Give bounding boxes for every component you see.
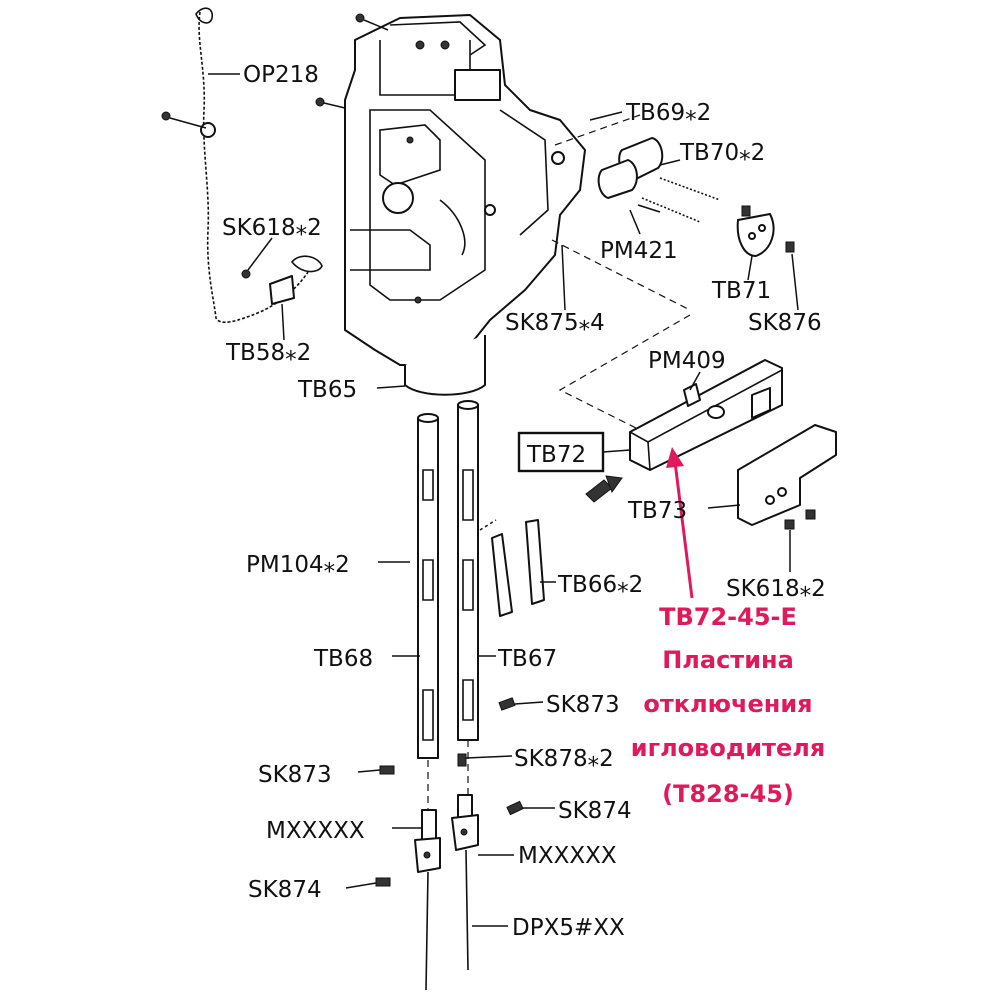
label-tb73: TB73 [627, 498, 687, 524]
label-op218: OP218 [243, 62, 319, 88]
part-labels: OP218 TB69⁎2 TB70⁎2 SK618⁎2 PM421 TB71 S… [222, 62, 826, 941]
label-sk876: SK876 [748, 310, 822, 336]
annotation-part-number: TB72-45-E [659, 603, 797, 631]
label-tb66: TB66⁎2 [557, 572, 643, 598]
label-sk873-right: SK873 [546, 692, 620, 718]
tb72-label-box [517, 431, 605, 473]
label-tb68: TB68 [313, 646, 373, 672]
label-dpx5: DPX5#XX [512, 915, 625, 941]
assembly-tb69-tb71 [551, 114, 795, 311]
cable-op218 [161, 7, 323, 324]
annotation-text: TB72-45-E Пластина отключения игловодите… [631, 603, 825, 808]
main-housing [315, 13, 586, 396]
label-sk873-left: SK873 [258, 762, 332, 788]
label-mxxxxx-left: MXXXXX [266, 818, 365, 844]
label-tb58: TB58⁎2 [225, 340, 311, 366]
label-tb71: TB71 [711, 278, 771, 304]
label-pm409: PM409 [648, 348, 726, 374]
plate-tb72 [585, 359, 783, 503]
label-tb69: TB69⁎2 [625, 100, 711, 126]
needle-clamp-right [451, 794, 479, 971]
shaft-tb68 [417, 413, 439, 759]
annotation-line-3: отключения [643, 690, 812, 718]
needle-clamp-left [414, 809, 441, 991]
annotation-line-2: Пластина [662, 646, 794, 674]
label-sk874-left: SK874 [248, 877, 322, 903]
label-tb72: TB72 [526, 442, 586, 468]
label-tb65: TB65 [297, 377, 357, 403]
label-pm421: PM421 [600, 238, 678, 264]
label-pm104: PM104⁎2 [246, 552, 350, 578]
annotation-line-4: игловодителя [631, 734, 825, 762]
label-tb70: TB70⁎2 [679, 140, 765, 166]
shaft-tb67 [457, 400, 479, 741]
label-sk618-right: SK618⁎2 [726, 576, 826, 602]
label-sk875: SK875⁎4 [505, 310, 605, 336]
label-sk618-top: SK618⁎2 [222, 215, 322, 241]
plate-tb73 [737, 424, 837, 530]
leader-lines [208, 73, 799, 927]
label-sk878: SK878⁎2 [514, 746, 614, 772]
bracket-tb58 [241, 269, 295, 305]
label-sk874-right: SK874 [558, 798, 632, 824]
label-tb67: TB67 [497, 646, 557, 672]
annotation-arrow [666, 447, 694, 599]
links-tb66 [479, 519, 545, 617]
annotation-line-5: (T828-45) [662, 780, 794, 808]
label-mxxxxx-right: MXXXXX [518, 843, 617, 869]
